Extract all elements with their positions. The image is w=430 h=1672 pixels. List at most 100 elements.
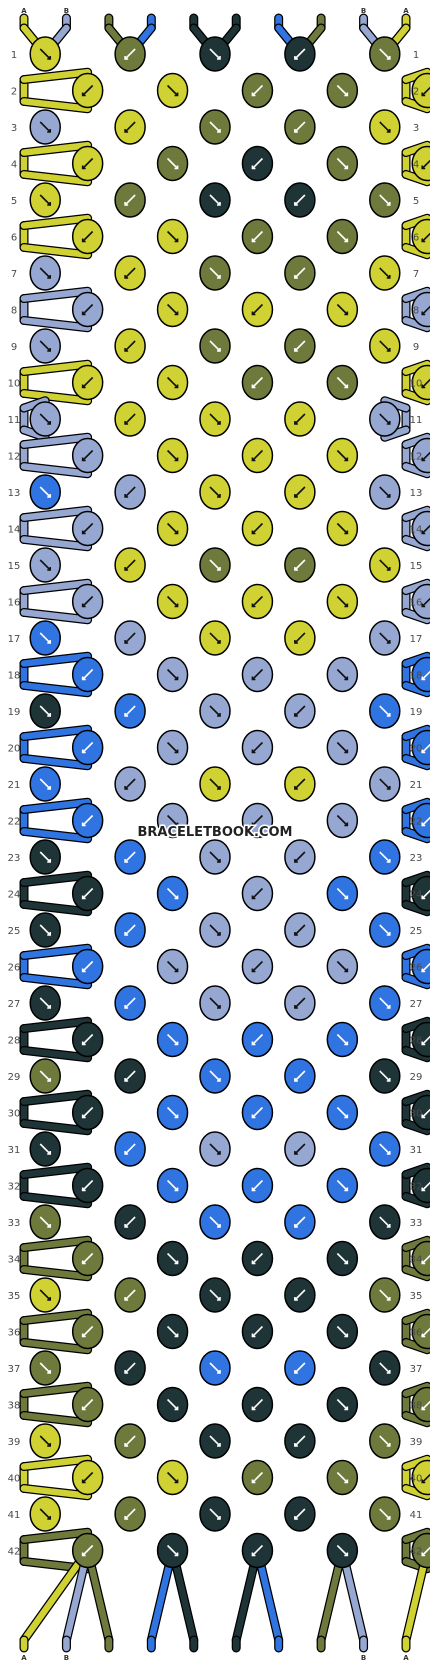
row-number-left: 26 bbox=[8, 963, 21, 974]
row-number-right: 2 bbox=[413, 87, 419, 98]
strand-label-bottom: C bbox=[319, 1654, 324, 1662]
strand-segment bbox=[20, 1091, 91, 1105]
knot-arrow-head bbox=[217, 1443, 221, 1447]
strand-segment bbox=[20, 98, 91, 112]
strand-segment bbox=[20, 434, 91, 448]
row-number-right: 18 bbox=[410, 671, 423, 682]
knot-arrow bbox=[421, 159, 430, 170]
strand-label-bottom: B bbox=[361, 1654, 366, 1662]
knot-arrow-head bbox=[174, 895, 179, 900]
row-number-right: 5 bbox=[413, 196, 419, 207]
knot-arrow bbox=[421, 451, 430, 462]
knot-arrow-head bbox=[124, 1443, 129, 1447]
row-number-left: 40 bbox=[8, 1474, 21, 1485]
knot-arrow bbox=[336, 1033, 348, 1046]
strand-segment bbox=[20, 682, 91, 696]
knot-arrow bbox=[421, 232, 430, 243]
knot-arrow-head bbox=[344, 603, 349, 608]
knot-arrow-head bbox=[294, 713, 298, 717]
knot-arrow bbox=[336, 1179, 348, 1192]
knot-arrow-head bbox=[47, 640, 52, 644]
knot-arrow bbox=[166, 1325, 179, 1338]
strand-segment bbox=[20, 1339, 91, 1353]
knot-arrow bbox=[421, 889, 430, 900]
knot-arrow bbox=[209, 1435, 221, 1447]
knot-arrow bbox=[336, 522, 348, 535]
knot-arrow-head bbox=[421, 895, 426, 900]
knot-arrow-head bbox=[47, 1078, 52, 1082]
row-number-left: 39 bbox=[8, 1437, 21, 1448]
knot-arrow bbox=[209, 632, 221, 644]
knot-arrow bbox=[124, 851, 136, 863]
knot-arrow-head bbox=[421, 1552, 426, 1557]
knot-arrow bbox=[379, 194, 391, 206]
knot-arrow bbox=[379, 924, 391, 936]
knot-arrow-head bbox=[294, 567, 298, 571]
knot-arrow bbox=[124, 1362, 136, 1374]
row-number-right: 26 bbox=[410, 963, 423, 974]
knot-arrow-head bbox=[47, 567, 52, 571]
knot-arrow bbox=[336, 1471, 348, 1484]
knot-arrow-head bbox=[344, 384, 349, 389]
knot-arrow-head bbox=[344, 1552, 349, 1557]
row-number-right: 39 bbox=[410, 1437, 423, 1448]
row-number-right: 4 bbox=[413, 160, 419, 171]
strand-segment bbox=[20, 1547, 91, 1644]
knot-arrow-head bbox=[344, 1041, 349, 1046]
knot-arrow-head bbox=[294, 421, 298, 425]
knot bbox=[411, 1532, 430, 1569]
knot-arrow-head bbox=[421, 1041, 426, 1046]
knot-arrow-head bbox=[251, 822, 256, 827]
knot-arrow bbox=[124, 121, 136, 133]
knot-arrow-head bbox=[124, 1078, 129, 1082]
knot-arrow-head bbox=[47, 786, 52, 790]
row-number-right: 14 bbox=[410, 525, 423, 536]
knot-arrow-head bbox=[421, 384, 426, 389]
knot-arrow-head bbox=[386, 1005, 391, 1009]
knot-arrow bbox=[209, 413, 221, 425]
row-number-left: 30 bbox=[8, 1109, 21, 1120]
row-number-right: 25 bbox=[410, 926, 423, 937]
knot-arrow bbox=[82, 522, 94, 535]
row-number-left: 11 bbox=[8, 415, 21, 426]
row-number-left: 23 bbox=[8, 853, 21, 864]
knot-arrow-head bbox=[386, 932, 391, 936]
knot-arrow bbox=[294, 340, 306, 352]
knot-arrow-head bbox=[421, 92, 426, 97]
knot-arrow-head bbox=[251, 165, 256, 170]
knot-arrow-head bbox=[344, 92, 349, 97]
knot-arrow-head bbox=[344, 968, 349, 973]
knot-arrow bbox=[421, 597, 430, 608]
knot-arrow bbox=[124, 1070, 136, 1082]
row-number-left: 3 bbox=[11, 123, 17, 134]
knot bbox=[411, 510, 430, 547]
knot-arrow bbox=[39, 1216, 51, 1228]
strand-segment bbox=[20, 171, 91, 185]
row-number-left: 38 bbox=[8, 1401, 21, 1412]
strand-segment bbox=[20, 1120, 91, 1134]
knot-arrow-head bbox=[251, 1041, 256, 1046]
knot-arrow-head bbox=[251, 92, 256, 97]
knot-arrow-head bbox=[217, 640, 221, 644]
strand-label-bottom: A bbox=[21, 1654, 27, 1662]
knot-arrow-head bbox=[251, 1260, 256, 1265]
knot-arrow bbox=[294, 1143, 306, 1155]
knot-arrow bbox=[336, 960, 348, 973]
knot-arrow bbox=[294, 48, 306, 60]
knot-arrow bbox=[379, 1289, 391, 1301]
knot-arrow bbox=[251, 1033, 264, 1046]
knot-arrow-head bbox=[217, 202, 221, 206]
knot-arrow-head bbox=[344, 1479, 349, 1484]
row-number-left: 35 bbox=[8, 1291, 21, 1302]
knot-arrow-head bbox=[81, 1479, 86, 1484]
knot-arrow-head bbox=[124, 1370, 129, 1374]
knot bbox=[411, 1240, 430, 1277]
row-number-left: 32 bbox=[8, 1182, 21, 1193]
strand-label-top: E bbox=[191, 7, 196, 15]
knot-arrow-head bbox=[251, 1114, 256, 1119]
row-number-left: 16 bbox=[8, 598, 21, 609]
row-number-right: 1 bbox=[413, 50, 419, 61]
knot-arrow bbox=[251, 522, 264, 535]
knot-arrow-head bbox=[344, 238, 349, 243]
row-number-right: 12 bbox=[410, 452, 423, 463]
